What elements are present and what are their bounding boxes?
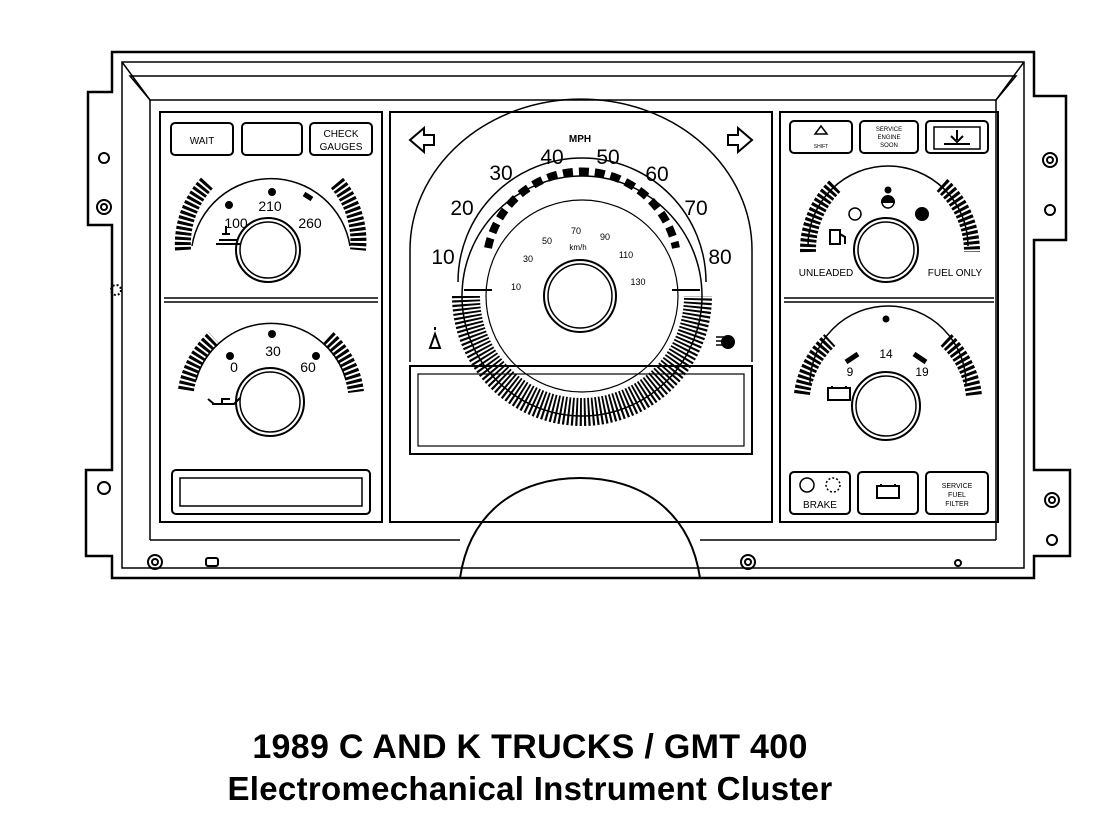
- left-turn-arrow-icon: [408, 125, 435, 155]
- brake-indicator: [789, 471, 851, 515]
- temp-tick-label: 210: [258, 198, 282, 214]
- right-turn-arrow-icon: [727, 125, 754, 155]
- upshift-indicator: [925, 120, 989, 154]
- service-fuel-filter-label: SERVICE: [942, 483, 973, 490]
- check-label: CHECK: [323, 129, 358, 140]
- coolant-temp-icon: [216, 226, 240, 245]
- fuel-only-label: FUEL ONLY: [928, 268, 983, 279]
- kmh-unit-label: km/h: [569, 243, 586, 252]
- coolant-temp-gauge: [174, 177, 367, 283]
- volt-tick-label: 14: [879, 347, 893, 361]
- kmh-tick-label: 50: [542, 236, 552, 246]
- service-engine-label: SOON: [880, 143, 898, 149]
- diagram-title: 1989 C AND K TRUCKS / GMT 400: [252, 728, 808, 766]
- cluster-bezel: [84, 50, 1072, 580]
- mph-tick-label: 50: [596, 146, 619, 169]
- service-fuel-filter-label: FUEL: [948, 492, 966, 499]
- kmh-tick-label: 10: [511, 282, 521, 292]
- volt-tick-label: 9: [847, 365, 854, 379]
- shift-indicator: [789, 120, 853, 154]
- kmh-tick-label: 130: [630, 277, 645, 287]
- speedometer-panel: [389, 98, 773, 523]
- gauges-label: GAUGES: [320, 142, 363, 153]
- wait-label: WAIT: [190, 136, 215, 147]
- right-gauge-panel: [779, 111, 999, 523]
- mph-tick-label: 40: [540, 146, 563, 169]
- kmh-tick-label: 110: [619, 250, 633, 260]
- volt-tick-label: 19: [915, 365, 929, 379]
- mph-tick-label: 20: [450, 197, 473, 220]
- fuel-gauge: [800, 165, 980, 283]
- brake-label: BRAKE: [803, 500, 837, 511]
- mph-tick-label: 10: [431, 246, 454, 269]
- service-engine-soon-indicator: [859, 120, 919, 154]
- service-engine-label: ENGINE: [877, 135, 900, 141]
- mph-tick-label: 30: [489, 162, 512, 185]
- mph-unit-label: MPH: [569, 134, 591, 145]
- blank-indicator: [241, 122, 303, 156]
- oil-tick-label: 0: [230, 359, 238, 375]
- charging-indicator: [857, 471, 919, 515]
- high-beam-icon: [716, 335, 735, 349]
- oil-tick-label: 60: [300, 359, 316, 375]
- seatbelt-icon: [428, 327, 442, 349]
- temp-tick-label: 100: [224, 215, 248, 231]
- service-fuel-filter-label: FILTER: [945, 501, 969, 508]
- upshift-icon: [933, 126, 981, 150]
- oil-tick-label: 30: [265, 343, 281, 359]
- check-gauges-indicator: [309, 122, 373, 156]
- battery-icon: [827, 386, 851, 401]
- temp-tick-label: 260: [298, 215, 322, 231]
- kmh-tick-label: 30: [523, 254, 533, 264]
- battery-icon: [876, 484, 900, 499]
- speedometer-lower-window: [409, 365, 753, 455]
- kmh-tick-label: 70: [571, 226, 581, 236]
- voltmeter-gauge: [794, 305, 982, 441]
- fuel-pump-icon: [829, 229, 846, 245]
- service-fuel-filter-indicator: [925, 471, 989, 515]
- mph-tick-label: 80: [708, 246, 731, 269]
- oil-pressure-gauge: [178, 322, 364, 437]
- unleaded-label: UNLEADED: [799, 268, 853, 279]
- oil-can-icon: [207, 397, 241, 405]
- mph-tick-label: 70: [684, 197, 707, 220]
- odometer-window: [171, 469, 371, 515]
- shift-label: SHIFT: [814, 144, 828, 150]
- wait-indicator: [170, 122, 234, 156]
- left-gauge-panel: [159, 111, 383, 523]
- service-engine-label: SERVICE: [876, 127, 902, 133]
- mph-tick-label: 60: [645, 163, 668, 186]
- kmh-tick-label: 90: [600, 232, 610, 242]
- diagram-subtitle: Electromechanical Instrument Cluster: [227, 770, 833, 807]
